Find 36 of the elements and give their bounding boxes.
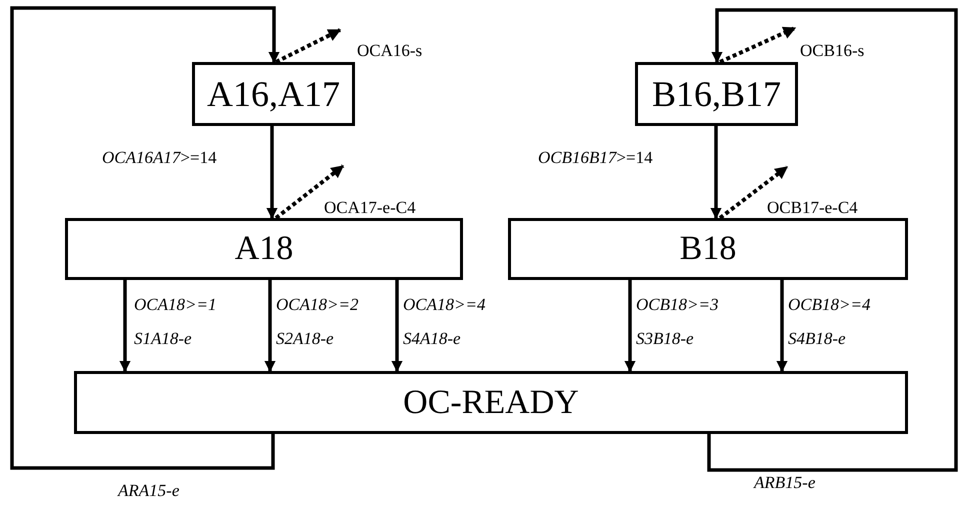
- edge-label: OCB18>=4 S4B18-e: [788, 294, 872, 350]
- edge-label: OCB16B17>=14: [538, 147, 654, 169]
- edge-label: OCA18>=2 S2A18-e: [276, 294, 360, 350]
- arrow: [10, 6, 280, 470]
- dotted-arrow: [718, 165, 788, 220]
- arrow: [266, 126, 278, 220]
- dotted-arrow: [274, 164, 344, 220]
- edge-label: OCB16-s: [800, 40, 866, 62]
- arrow: [264, 280, 276, 372]
- state-name: B18: [680, 232, 736, 266]
- state-name: A18: [234, 232, 294, 266]
- state-box: [192, 62, 355, 126]
- edge-label: OCB18>=3 S3B18-e: [636, 294, 720, 350]
- dotted-arrow: [719, 26, 796, 64]
- state-box: [635, 62, 798, 126]
- edge-label: ARB15-e: [754, 472, 816, 494]
- state-name: B16,B17: [652, 76, 782, 112]
- state-box: [508, 218, 908, 280]
- arrow: [624, 280, 636, 372]
- edge-label: OCA16-s: [357, 40, 424, 62]
- state-box: [74, 371, 908, 434]
- edge-label: OCA18>=1 S1A18-e: [134, 294, 218, 350]
- edge-label: OCA17-e-C4: [324, 197, 417, 219]
- edge-label: OCB17-e-C4: [767, 197, 859, 219]
- edge-label: OCA16A17>=14: [102, 147, 218, 169]
- state-name: OC-READY: [403, 386, 579, 420]
- state-name: A16,A17: [207, 76, 340, 112]
- arrow: [119, 280, 131, 372]
- edge-label: ARA15-e: [118, 480, 180, 502]
- arrow: [707, 8, 958, 472]
- state-box: [65, 218, 463, 280]
- arrow: [776, 280, 788, 372]
- arrow: [710, 126, 722, 220]
- arrow: [391, 280, 403, 372]
- dotted-arrow: [275, 28, 342, 64]
- edge-label: OCA18>=4 S4A18-e: [403, 294, 486, 350]
